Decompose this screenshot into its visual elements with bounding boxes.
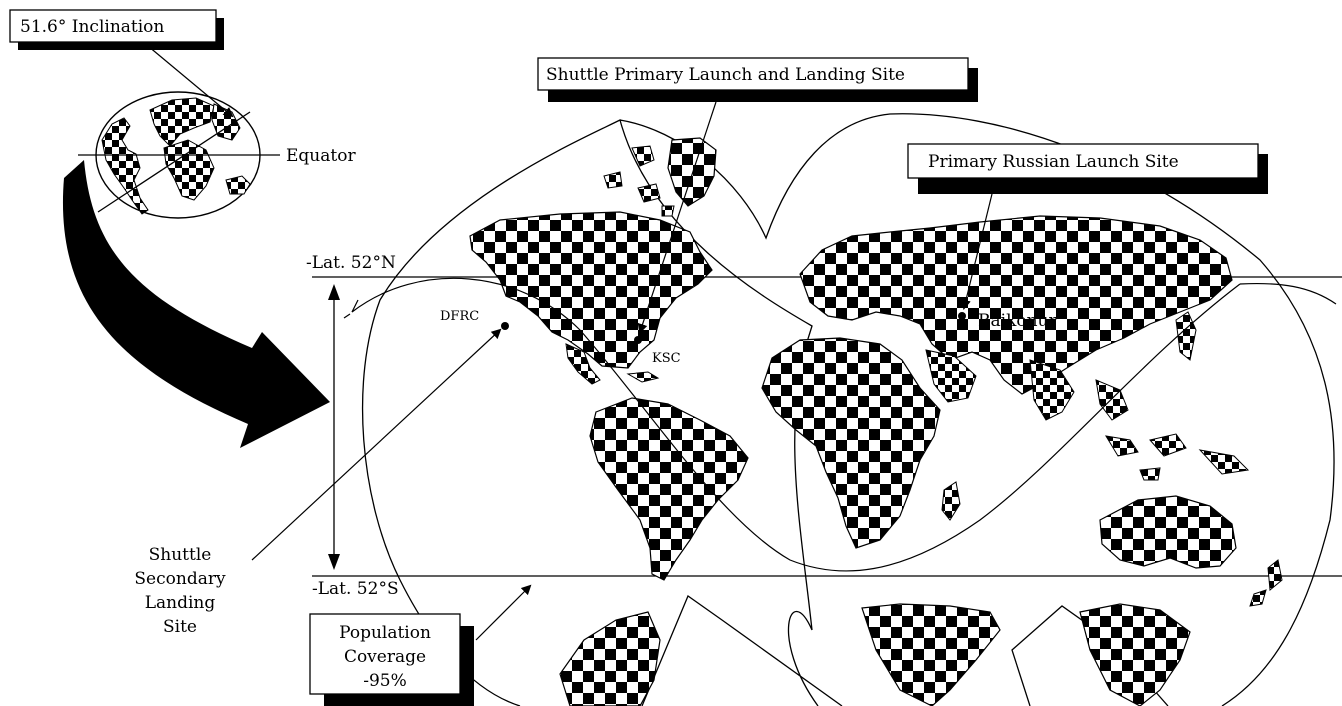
secondary-landing-pointer [251,328,502,561]
lat-south-label: -Lat. 52°S [312,579,399,599]
inset-globe: Equator [78,91,356,219]
russian-primary-box [907,143,1259,179]
population-callout: Population Coverage -95% [309,584,532,706]
inclination-callout-box [9,9,217,43]
secondary-landing-callout: Shuttle Secondary Landing Site [134,328,502,637]
landmass-arabia [925,349,977,403]
lat-north-label: -Lat. 52°N [306,253,396,273]
ground-track-1 [351,277,1241,572]
russian-primary-pointer [961,193,993,310]
landmass-south-asia [1029,359,1129,421]
population-line-2: Coverage [344,647,426,667]
dfrc-marker [501,322,509,330]
landmass-new-zealand [1249,559,1283,607]
secondary-line-1: Shuttle [149,545,212,565]
ksc-label: KSC [652,351,681,366]
globe-landmass-europe [149,97,215,147]
shuttle-primary-callout: Shuttle Primary Launch and Landing Site [537,57,978,334]
baikonur-marker [958,312,966,320]
equator-label: Equator [286,146,356,166]
landmass-japan [1175,311,1197,361]
russian-primary-label: Primary Russian Launch Site [928,152,1179,172]
population-box [309,613,461,695]
shuttle-primary-label: Shuttle Primary Launch and Landing Site [546,65,905,85]
ksc-marker [634,336,642,344]
landmass-antarctica-central [861,603,1001,706]
landmass-eurasia [799,215,1233,395]
population-line-1: Population [339,623,431,643]
globe-landmass-americas [101,117,149,215]
landmass-antarctica-west [559,611,661,706]
population-line-3: -95% [363,671,407,691]
landmass-africa [761,337,941,549]
landmass-indonesia [1105,433,1250,481]
inclined-orbit-line [97,111,251,213]
landmass-south-america [589,397,749,581]
secondary-line-4: Site [163,617,197,637]
landmass-madagascar [941,481,961,521]
world-map: -Lat. 52°N -Lat. 52°S [306,113,1342,706]
lat-range-arrow-top [328,284,340,300]
population-pointer [475,584,532,641]
landmass-arctic-islands [603,145,675,217]
russian-primary-callout: Primary Russian Launch Site [907,143,1268,310]
lat-range-arrow-bottom [328,554,340,570]
shuttle-primary-box [537,57,969,91]
secondary-line-3: Landing [145,593,216,613]
inclination-label: 51.6° Inclination [20,17,164,37]
globe-landmass-australia [225,175,251,195]
landmass-antarctica-east [1079,603,1191,706]
baikonur-label: Baikonur [978,311,1057,331]
landmass-greenland [667,137,717,207]
secondary-line-2: Secondary [134,569,226,589]
inclination-callout: 51.6° Inclination [9,9,234,118]
dfrc-label: DFRC [440,309,479,324]
ground-track-start-tick [343,299,359,319]
landmass-central-america [565,343,660,385]
shuttle-primary-pointer [637,101,717,334]
inclination-pointer [147,45,234,118]
landmass-north-america [469,211,713,369]
ground-track-2 [1239,282,1337,305]
big-curved-arrow [62,160,330,448]
landmass-australia [1099,495,1237,569]
